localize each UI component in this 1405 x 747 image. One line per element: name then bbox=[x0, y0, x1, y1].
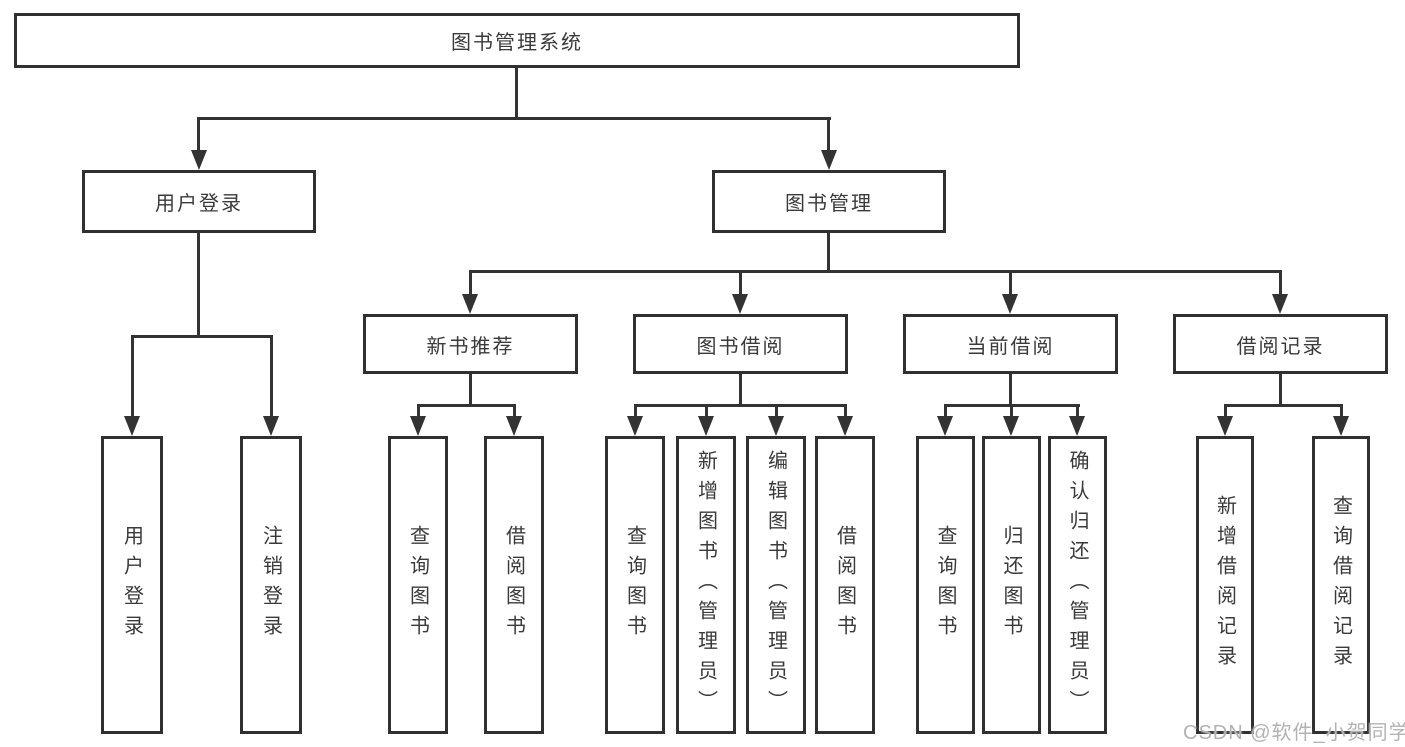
node-borrow-records: 借阅记录 bbox=[1173, 314, 1388, 374]
arrowhead-icon bbox=[506, 416, 522, 436]
leaf-user-login-label: 用户登录 bbox=[120, 525, 143, 645]
connector-line bbox=[469, 270, 472, 296]
connector-line bbox=[1076, 404, 1079, 417]
node-new-book-recommend: 新书推荐 bbox=[363, 314, 578, 374]
leaf-logout-label: 注销登录 bbox=[259, 525, 282, 645]
leaf-cb-return-book: 归还图书 bbox=[982, 436, 1041, 734]
connector-line bbox=[1224, 404, 1227, 417]
connector-line bbox=[469, 270, 1282, 273]
leaf-br-add-record-label: 新增借阅记录 bbox=[1213, 495, 1236, 675]
connector-line bbox=[1340, 404, 1343, 417]
arrowhead-icon bbox=[1333, 416, 1349, 436]
arrowhead-icon bbox=[1069, 416, 1085, 436]
arrowhead-icon bbox=[191, 150, 207, 170]
connector-line bbox=[469, 374, 472, 407]
arrowhead-icon bbox=[837, 416, 853, 436]
arrowhead-icon bbox=[768, 416, 784, 436]
connector-line bbox=[634, 404, 846, 407]
leaf-cb-query-book-label: 查询图书 bbox=[934, 525, 956, 645]
connector-line bbox=[1009, 374, 1012, 407]
connector-line bbox=[1010, 404, 1013, 417]
connector-line bbox=[775, 404, 778, 417]
leaf-cb-confirm-return-admin-label: 确认归还（管理员） bbox=[1066, 450, 1088, 720]
leaf-nbr-query-book: 查询图书 bbox=[388, 436, 448, 734]
node-book-management: 图书管理 bbox=[712, 170, 946, 233]
node-new-book-recommend-label: 新书推荐 bbox=[426, 335, 515, 358]
leaf-bb-query-book: 查询图书 bbox=[605, 436, 665, 734]
connector-line bbox=[1279, 270, 1282, 296]
node-current-borrow: 当前借阅 bbox=[903, 314, 1118, 374]
leaf-bb-edit-book-admin-label: 编辑图书（管理员） bbox=[764, 450, 787, 720]
leaf-cb-confirm-return-admin: 确认归还（管理员） bbox=[1048, 436, 1107, 734]
node-book-borrow-label: 图书借阅 bbox=[696, 335, 785, 358]
connector-line bbox=[197, 233, 200, 338]
node-user-login: 用户登录 bbox=[82, 170, 316, 233]
connector-line bbox=[844, 404, 847, 417]
node-current-borrow-label: 当前借阅 bbox=[966, 335, 1055, 358]
connector-line bbox=[417, 404, 420, 417]
arrowhead-icon bbox=[627, 416, 643, 436]
leaf-nbr-borrow-book: 借阅图书 bbox=[484, 436, 544, 734]
connector-line bbox=[131, 335, 273, 338]
leaf-br-query-record: 查询借阅记录 bbox=[1312, 436, 1370, 734]
connector-line bbox=[827, 233, 830, 273]
leaf-br-add-record: 新增借阅记录 bbox=[1196, 436, 1254, 734]
node-book-borrow: 图书借阅 bbox=[633, 314, 848, 374]
node-user-login-label: 用户登录 bbox=[155, 193, 243, 215]
leaf-nbr-borrow-book-label: 借阅图书 bbox=[502, 525, 525, 645]
leaf-bb-borrow-book: 借阅图书 bbox=[815, 436, 875, 734]
node-book-management-label: 图书管理 bbox=[785, 193, 873, 215]
node-root-label: 图书管理系统 bbox=[451, 32, 583, 54]
leaf-bb-edit-book-admin: 编辑图书（管理员） bbox=[746, 436, 806, 734]
leaf-cb-return-book-label: 归还图书 bbox=[1000, 525, 1022, 645]
arrowhead-icon bbox=[1002, 294, 1018, 314]
arrowhead-icon bbox=[732, 294, 748, 314]
arrowhead-icon bbox=[462, 294, 478, 314]
connector-line bbox=[1224, 404, 1342, 407]
node-root: 图书管理系统 bbox=[14, 13, 1020, 68]
leaf-br-query-record-label: 查询借阅记录 bbox=[1329, 495, 1352, 675]
leaf-bb-add-book-admin-label: 新增图书（管理员） bbox=[694, 450, 717, 720]
connector-line bbox=[634, 404, 637, 417]
node-borrow-records-label: 借阅记录 bbox=[1236, 335, 1325, 358]
leaf-cb-query-book: 查询图书 bbox=[916, 436, 975, 734]
leaf-logout: 注销登录 bbox=[240, 436, 302, 734]
arrowhead-icon bbox=[1003, 416, 1019, 436]
connector-line bbox=[827, 117, 830, 153]
connector-line bbox=[197, 117, 200, 153]
connector-line bbox=[270, 335, 273, 417]
connector-line bbox=[1279, 374, 1282, 407]
connector-line bbox=[197, 117, 831, 120]
leaf-nbr-query-book-label: 查询图书 bbox=[406, 525, 429, 645]
leaf-bb-add-book-admin: 新增图书（管理员） bbox=[676, 436, 736, 734]
connector-line bbox=[515, 68, 518, 119]
leaf-bb-borrow-book-label: 借阅图书 bbox=[833, 525, 856, 645]
connector-line bbox=[513, 404, 516, 417]
connector-line bbox=[1009, 270, 1012, 296]
arrowhead-icon bbox=[263, 416, 279, 436]
connector-line bbox=[944, 404, 947, 417]
connector-line bbox=[417, 404, 516, 407]
connector-line bbox=[739, 374, 742, 407]
arrowhead-icon bbox=[698, 416, 714, 436]
arrowhead-icon bbox=[124, 416, 140, 436]
arrowhead-icon bbox=[1217, 416, 1233, 436]
arrowhead-icon bbox=[1272, 294, 1288, 314]
leaf-user-login: 用户登录 bbox=[101, 436, 163, 734]
connector-line bbox=[131, 335, 134, 417]
arrowhead-icon bbox=[937, 416, 953, 436]
arrowhead-icon bbox=[821, 150, 837, 170]
connector-line bbox=[705, 404, 708, 417]
leaf-bb-query-book-label: 查询图书 bbox=[623, 525, 646, 645]
arrowhead-icon bbox=[410, 416, 426, 436]
watermark: CSDN @软件_小贺同学 bbox=[1183, 722, 1405, 744]
connector-line bbox=[739, 270, 742, 296]
